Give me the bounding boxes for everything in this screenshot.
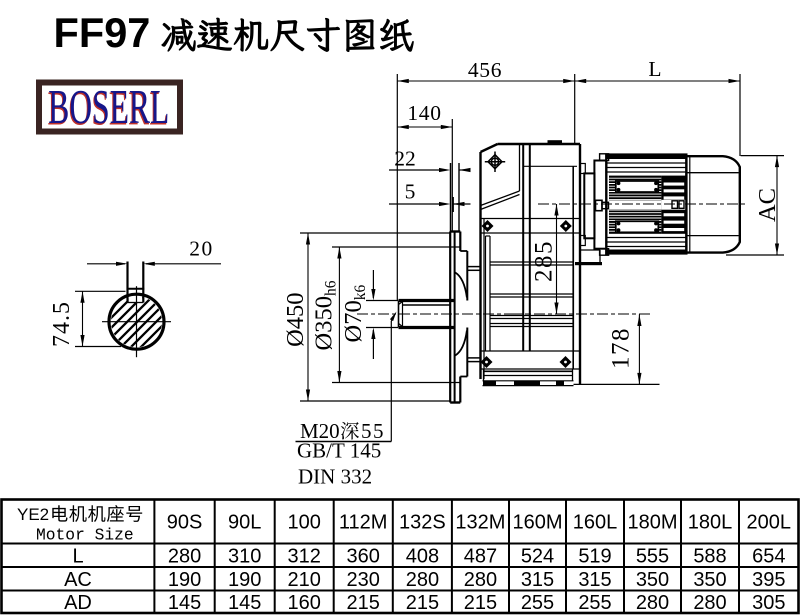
svg-text:90L: 90L — [228, 512, 261, 534]
svg-text:312: 312 — [288, 546, 321, 568]
svg-text:230: 230 — [347, 569, 380, 591]
svg-text:456: 456 — [468, 58, 502, 82]
svg-text:145: 145 — [168, 592, 201, 614]
svg-text:GB/T 145: GB/T 145 — [297, 439, 381, 463]
svg-text:L: L — [72, 546, 83, 568]
svg-text:BOSERL: BOSERL — [47, 80, 168, 135]
svg-text:524: 524 — [521, 546, 554, 568]
svg-text:588: 588 — [693, 546, 726, 568]
svg-text:145: 145 — [228, 592, 261, 614]
svg-text:160L: 160L — [573, 512, 618, 534]
svg-text:AC: AC — [64, 569, 92, 591]
svg-text:280: 280 — [693, 592, 726, 614]
svg-text:L: L — [648, 57, 661, 81]
svg-text:280: 280 — [406, 569, 439, 591]
svg-text:315: 315 — [578, 569, 611, 591]
svg-text:350: 350 — [693, 569, 726, 591]
svg-text:190: 190 — [228, 569, 261, 591]
svg-text:315: 315 — [521, 569, 554, 591]
svg-text:408: 408 — [406, 546, 439, 568]
svg-text:215: 215 — [347, 592, 380, 614]
svg-text:Ø450: Ø450 — [282, 292, 309, 346]
svg-text:180L: 180L — [688, 512, 733, 534]
svg-text:310: 310 — [228, 546, 261, 568]
svg-text:FF97: FF97 — [54, 9, 151, 56]
svg-text:55: 55 — [361, 419, 385, 443]
svg-text:100: 100 — [288, 512, 321, 534]
svg-text:180M: 180M — [627, 512, 677, 534]
svg-text:215: 215 — [406, 592, 439, 614]
svg-text:90S: 90S — [167, 512, 203, 534]
svg-text:395: 395 — [752, 569, 785, 591]
svg-text:160: 160 — [288, 592, 321, 614]
svg-text:132S: 132S — [399, 512, 446, 534]
svg-text:132M: 132M — [455, 512, 505, 534]
svg-text:178: 178 — [608, 327, 635, 369]
svg-text:140: 140 — [407, 101, 441, 125]
svg-text:280: 280 — [168, 546, 201, 568]
svg-text:654: 654 — [752, 546, 785, 568]
svg-text:255: 255 — [521, 592, 554, 614]
svg-text:AC: AC — [754, 188, 781, 222]
svg-text:22: 22 — [394, 147, 416, 171]
svg-text:210: 210 — [288, 569, 321, 591]
svg-text:360: 360 — [347, 546, 380, 568]
svg-text:DIN 332: DIN 332 — [298, 465, 372, 489]
svg-text:280: 280 — [464, 569, 497, 591]
svg-text:215: 215 — [464, 592, 497, 614]
svg-text:BOSERL: BOSERL — [48, 79, 169, 134]
svg-text:20: 20 — [189, 237, 214, 261]
svg-text:305: 305 — [752, 592, 785, 614]
svg-text:AD: AD — [64, 592, 92, 614]
svg-text:Ø70k6: Ø70k6 — [340, 284, 369, 342]
svg-text:487: 487 — [464, 546, 497, 568]
svg-text:285: 285 — [531, 240, 558, 282]
svg-text:112M: 112M — [339, 512, 388, 534]
svg-text:519: 519 — [578, 546, 611, 568]
svg-text:350: 350 — [636, 569, 669, 591]
svg-text:555: 555 — [636, 546, 669, 568]
svg-text:M20: M20 — [300, 419, 340, 443]
svg-text:280: 280 — [636, 592, 669, 614]
svg-text:160M: 160M — [512, 512, 562, 534]
svg-text:5: 5 — [405, 180, 416, 204]
svg-text:190: 190 — [168, 569, 201, 591]
svg-text:Ø350h6: Ø350h6 — [311, 280, 340, 350]
svg-text:YE2: YE2 — [17, 505, 49, 524]
svg-text:200L: 200L — [747, 512, 792, 534]
svg-text:Motor Size: Motor Size — [36, 526, 134, 545]
svg-text:255: 255 — [578, 592, 611, 614]
svg-text:74.5: 74.5 — [49, 301, 75, 347]
